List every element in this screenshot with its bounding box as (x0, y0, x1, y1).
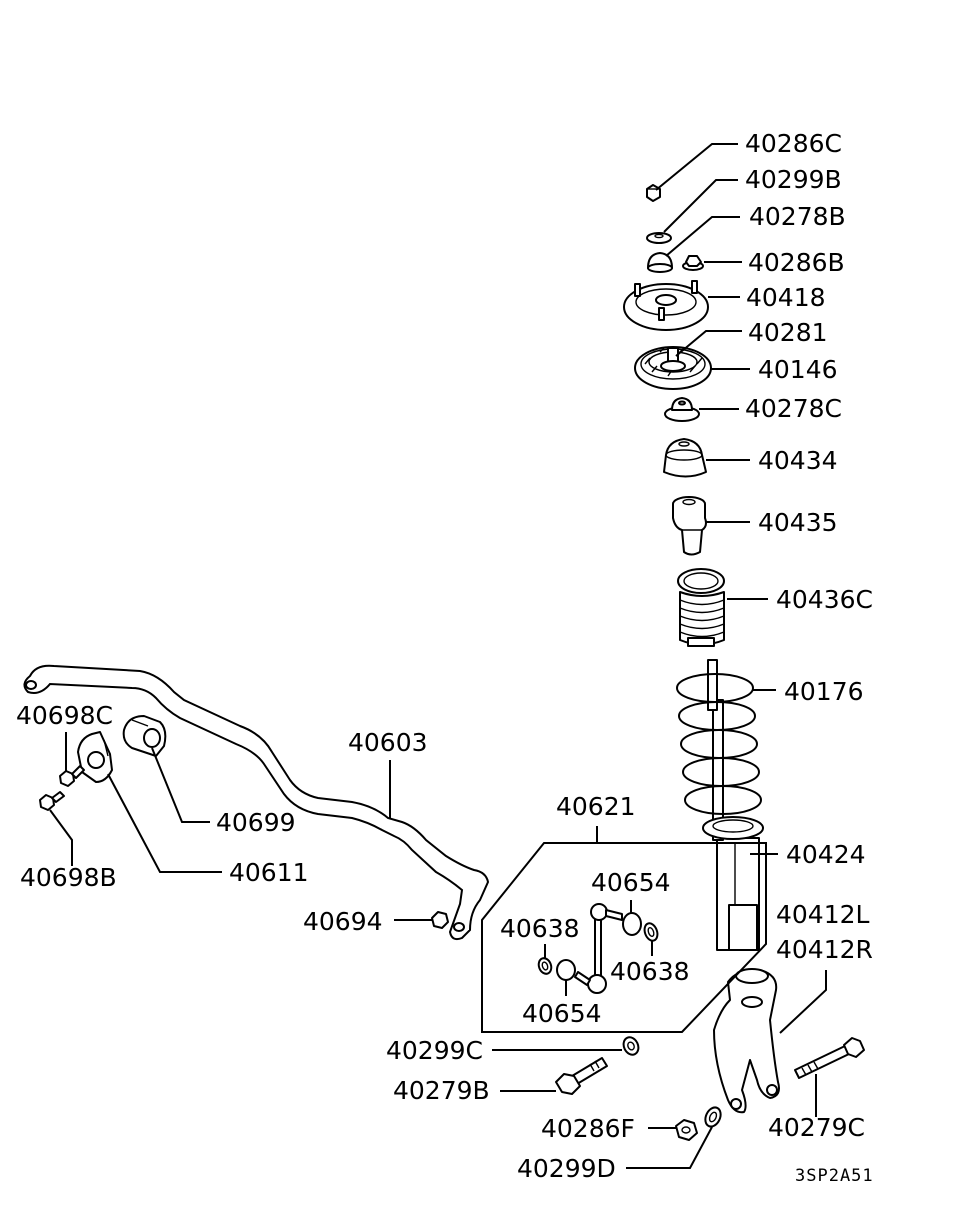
label-40286B: 40286B (748, 248, 845, 277)
part-coil-spring (676, 673, 764, 840)
drawing-code: 3SP2A51 (795, 1166, 874, 1186)
part-upper-bushing (647, 252, 673, 273)
label-40281: 40281 (748, 318, 828, 347)
label-40698B: 40698B (20, 863, 117, 892)
label-40424: 40424 (786, 840, 866, 869)
label-40638b: 40638 (610, 957, 690, 986)
leader-40278B (665, 216, 740, 257)
leader-40698B (49, 809, 73, 866)
label-40299D: 40299D (517, 1154, 616, 1183)
part-stabilizer-bar (23, 664, 490, 941)
label-40286F: 40286F (541, 1114, 635, 1143)
label-40278C: 40278C (745, 394, 842, 423)
label-40611: 40611 (229, 858, 309, 887)
label-40603: 40603 (348, 728, 428, 757)
label-40176: 40176 (784, 677, 864, 706)
part-stabilizer-bracket (77, 731, 113, 783)
leader-40299B (663, 179, 738, 233)
label-40278B: 40278B (749, 202, 846, 231)
part-stabilizer-nut (431, 911, 449, 929)
leader-40299D (626, 1126, 713, 1169)
label-40654b: 40654 (522, 999, 602, 1028)
label-40638a: 40638 (500, 914, 580, 943)
part-washer-40299C (622, 1036, 640, 1056)
part-lower-bushing (664, 397, 700, 422)
part-steering-knuckle (713, 968, 780, 1114)
part-stabilizer-bushing (122, 715, 167, 757)
part-spring-seat (634, 346, 712, 390)
part-bump-stopper (672, 496, 707, 556)
part-knuckle-washer (704, 1106, 722, 1128)
part-link-bushing-upper (622, 912, 642, 936)
label-40279B: 40279B (393, 1076, 490, 1105)
label-40412R: 40412R (776, 935, 873, 964)
leader-40699 (151, 747, 210, 823)
part-strut-mount (623, 280, 709, 331)
label-40412L: 40412L (776, 900, 870, 929)
label-40654a: 40654 (591, 868, 671, 897)
part-link-washer-upper (643, 922, 659, 942)
part-dust-cover (663, 438, 707, 478)
part-washer-top (646, 232, 672, 244)
label-40299C: 40299C (386, 1036, 483, 1065)
label-40621: 40621 (556, 792, 636, 821)
link-kit-outline (481, 842, 767, 1033)
leader-40611 (107, 773, 222, 873)
label-40435: 40435 (758, 508, 838, 537)
label-40286C: 40286C (745, 129, 842, 158)
part-bolt-40279B (555, 1057, 608, 1095)
part-link-bushing-lower (556, 959, 576, 981)
leader-40286C (655, 143, 738, 191)
label-40694: 40694 (303, 907, 383, 936)
leader-40281 (675, 330, 742, 357)
label-40434: 40434 (758, 446, 838, 475)
part-bracket-bolt-lower (39, 791, 65, 811)
part-link-washer-lower (537, 957, 553, 975)
label-40146: 40146 (758, 355, 838, 384)
part-flange-nut (682, 255, 704, 271)
label-40436C: 40436C (776, 585, 873, 614)
part-long-bolt (794, 1037, 865, 1079)
label-40279C: 40279C (768, 1113, 865, 1142)
part-shock-absorber (707, 659, 760, 951)
part-bracket-bolt-upper (59, 765, 85, 787)
leader-40412 (779, 970, 827, 1034)
part-strut-boot (677, 568, 725, 647)
label-40698C: 40698C (16, 701, 113, 730)
part-knuckle-nut (675, 1119, 698, 1141)
label-40299B: 40299B (745, 165, 842, 194)
label-40418: 40418 (746, 283, 826, 312)
part-stabilizer-link (574, 903, 623, 994)
label-40699: 40699 (216, 808, 296, 837)
